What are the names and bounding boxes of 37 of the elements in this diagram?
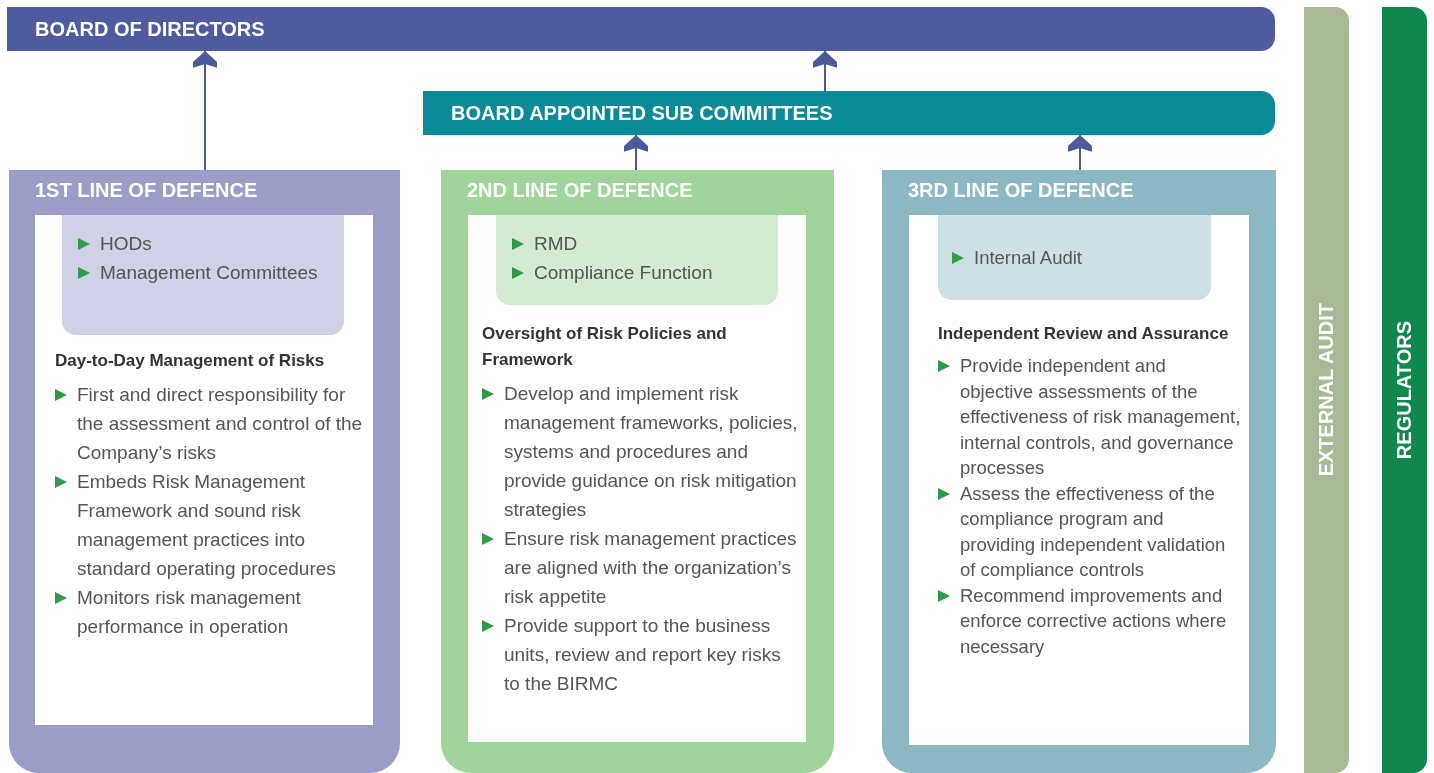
- unit-item: RMD: [512, 229, 762, 258]
- bullet-text: Provide support to the business units, review and report key risks to the BIRMC: [482, 611, 800, 698]
- bar-title: BOARD APPOINTED SUB COMMITTEES: [451, 101, 833, 125]
- bullet-text: Recommend improvements and enforce corrective actions where necessary: [938, 582, 1243, 659]
- defence-panel: [441, 170, 834, 773]
- unit-item: HODs: [78, 229, 328, 258]
- bullet-text: Monitors risk management performance in operation: [55, 583, 365, 641]
- unit-item: Management Committees: [78, 258, 328, 287]
- band-label: EXTERNAL AUDIT: [1315, 303, 1338, 477]
- bullet-text: First and direct responsibility for the assessment and control of the Company’s risks: [55, 380, 365, 467]
- panel-title: 3RD LINE OF DEFENCE: [908, 179, 1134, 202]
- content-card: [909, 215, 1249, 745]
- committee-bar: [423, 91, 1275, 135]
- unit-item: Internal Audit: [952, 245, 1197, 271]
- card-heading: Oversight of Risk Policies and Framework: [482, 323, 728, 371]
- card-heading: Day-to-Day Management of Risks: [55, 350, 326, 372]
- bullet-text: Ensure risk management practices are aligned with the organization’s risk appetite: [482, 524, 800, 611]
- defence-panel: [9, 170, 400, 773]
- bullet-text: Develop and implement risk management frameworks, policies, systems and procedures and provide guidance on risk mitigation strategies: [482, 379, 800, 524]
- bullet-text: Provide independent and objective assessments of the effectiveness of risk management, internal controls, and governance processes: [938, 353, 1243, 481]
- unit-box: [496, 215, 778, 305]
- regulator-band: [1382, 7, 1427, 773]
- unit-item: Compliance Function: [512, 258, 762, 287]
- board-bar: [7, 7, 1275, 51]
- content-card: [35, 215, 373, 725]
- panel-title: 2ND LINE OF DEFENCE: [467, 179, 693, 202]
- unit-box: [62, 215, 344, 335]
- card-heading: Independent Review and Assurance: [938, 323, 1230, 345]
- audit-band: [1304, 7, 1349, 773]
- bullet-text: Assess the effectiveness of the compliance program and providing independent validation of compliance controls: [938, 480, 1243, 583]
- content-card: [468, 215, 806, 742]
- band-label: REGULATORS: [1393, 320, 1416, 460]
- defence-panel: [882, 170, 1276, 773]
- unit-box: [938, 215, 1211, 300]
- bullet-text: Embeds Risk Management Framework and sound risk management practices into standard operating procedures: [55, 467, 365, 583]
- panel-title: 1ST LINE OF DEFENCE: [35, 179, 258, 202]
- bar-title: BOARD OF DIRECTORS: [35, 17, 265, 41]
